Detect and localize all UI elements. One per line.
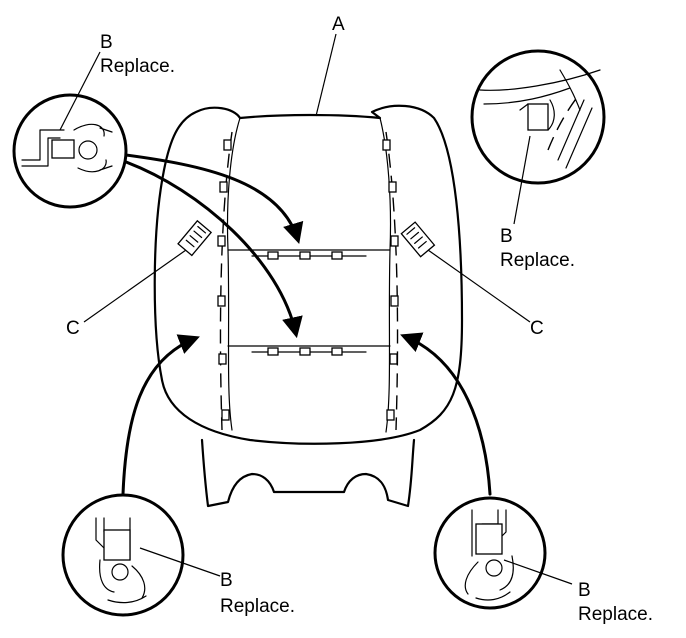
label-b-top-right: B xyxy=(500,226,513,247)
leader-lines xyxy=(59,33,573,585)
label-c-right: C xyxy=(530,318,544,339)
label-a: A xyxy=(332,14,345,35)
detail-circle-bottom-right xyxy=(433,496,547,610)
detail-circle-top-right xyxy=(470,49,606,185)
label-c-left: C xyxy=(66,318,80,339)
label-b-bottom-left: B xyxy=(220,570,233,591)
label-b-bottom-right-note: Replace. xyxy=(578,604,653,625)
label-b-top-right-note: Replace. xyxy=(500,250,575,271)
detail-circle-bottom-left xyxy=(61,493,185,617)
detail-circle-top-left xyxy=(12,93,128,209)
connection-arrows xyxy=(121,153,492,496)
label-b-bottom-left-note: Replace. xyxy=(220,596,295,617)
label-b-top-left-note: Replace. xyxy=(100,56,175,77)
label-b-top-left: B xyxy=(100,32,113,53)
seat-back-cover xyxy=(153,104,464,508)
label-b-bottom-right: B xyxy=(578,580,591,601)
